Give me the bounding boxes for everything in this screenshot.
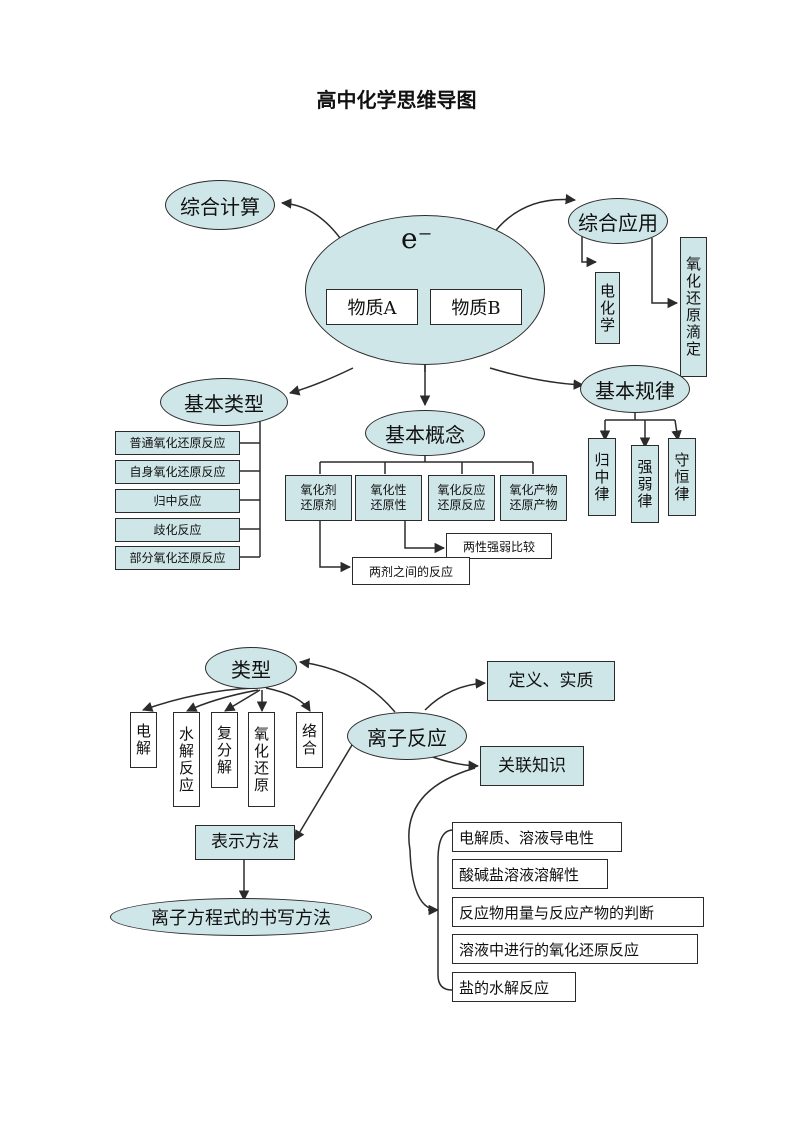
related-item-4: 溶液中进行的氧化还原反应 [452, 934, 698, 964]
app-item-electrochem: 电化学 [595, 272, 620, 344]
law-item-2: 强弱律 [631, 445, 659, 523]
comprehensive-app-node: 综合应用 [568, 198, 668, 244]
ionic-type-hydrolysis: 水解反应 [173, 712, 200, 807]
page-title: 高中化学思维导图 [316, 88, 477, 112]
type-item-5: 部分氧化还原反应 [115, 546, 240, 570]
type-item-4: 歧化反应 [115, 518, 240, 542]
related-item-1: 电解质、溶液导电性 [452, 822, 622, 852]
concept-item-products: 氧化产物 还原产物 [500, 475, 567, 521]
basic-laws-node: 基本规律 [580, 365, 690, 413]
concept-extra-compare: 两性强弱比较 [446, 533, 552, 559]
ionic-type-electrolysis: 电解 [130, 712, 157, 768]
concept-extra-reaction: 两剂之间的反应 [352, 557, 470, 585]
type-item-1: 普通氧化还原反应 [115, 431, 240, 455]
basic-concepts-node: 基本概念 [365, 410, 485, 456]
writing-method-node: 离子方程式的书写方法 [110, 898, 372, 936]
representation-node: 表示方法 [195, 825, 295, 860]
concept-item-properties: 氧化性 还原性 [355, 475, 422, 521]
substance-b-box: 物质B [430, 289, 522, 325]
ionic-type-redox: 氧化还原 [248, 712, 275, 807]
ionic-types-node: 类型 [205, 647, 297, 689]
app-item-redox-titration: 氧化还原滴定 [680, 237, 707, 377]
concept-item-agents: 氧化剂 还原剂 [285, 475, 352, 521]
law-item-3: 守恒律 [668, 438, 696, 516]
comprehensive-calc-node: 综合计算 [165, 180, 275, 230]
related-knowledge-node: 关联知识 [480, 746, 584, 786]
electron-label: e⁻ [401, 222, 433, 255]
related-item-5: 盐的水解反应 [452, 972, 576, 1002]
ionic-center-node: 离子反应 [347, 712, 467, 760]
basic-types-node: 基本类型 [160, 378, 288, 426]
type-item-3: 归中反应 [115, 489, 240, 513]
definition-node: 定义、实质 [487, 661, 615, 701]
law-item-1: 归中律 [588, 438, 616, 516]
related-item-3: 反应物用量与反应产物的判断 [452, 897, 704, 927]
type-item-2: 自身氧化还原反应 [115, 460, 240, 484]
ionic-type-complex: 络合 [296, 712, 323, 768]
related-item-2: 酸碱盐溶液溶解性 [452, 859, 608, 889]
concept-item-reactions: 氧化反应 还原反应 [428, 475, 495, 521]
ionic-type-double-decomp: 复分解 [211, 712, 238, 788]
substance-a-box: 物质A [326, 289, 418, 325]
